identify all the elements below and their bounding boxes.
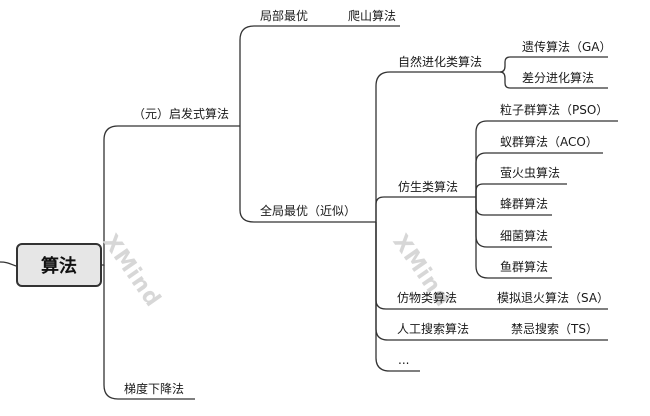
edge-root-heuristic [102, 125, 240, 266]
node-bee[interactable]: 蜂群算法 [500, 197, 549, 211]
node-evolution[interactable]: 自然进化类算法 [398, 55, 483, 69]
node-ga[interactable]: 遗传算法（GA） [522, 40, 612, 54]
edge-heuristic-global [239, 126, 376, 223]
node-de[interactable]: 差分进化算法 [522, 71, 595, 85]
node-physics[interactable]: 仿物类算法 [397, 291, 458, 305]
root-left-stub [0, 261, 17, 267]
edge-bionic-pso [475, 120, 618, 197]
node-more[interactable]: ... [398, 353, 410, 367]
node-gradient[interactable]: 梯度下降法 [124, 382, 185, 396]
node-sa[interactable]: 模拟退火算法（SA） [497, 291, 610, 305]
node-firefly[interactable]: 萤火虫算法 [500, 166, 561, 180]
edge-bionic-firefly [475, 183, 567, 197]
node-fish[interactable]: 鱼群算法 [500, 260, 549, 274]
node-bacteria[interactable]: 细菌算法 [500, 229, 549, 243]
node-pso[interactable]: 粒子群算法（PSO） [500, 103, 609, 117]
edge-global-evolution [375, 71, 490, 222]
edge-root-gradient [103, 265, 195, 400]
edge-evolution-de [499, 71, 608, 89]
node-heuristic[interactable]: （元）启发式算法 [133, 107, 230, 121]
edge-global-bionic [375, 196, 476, 222]
node-bionic[interactable]: 仿生类算法 [398, 180, 459, 194]
node-local[interactable]: 局部最优 [260, 9, 309, 23]
node-hill[interactable]: 爬山算法 [348, 9, 397, 23]
node-aco[interactable]: 蚁群算法（ACO） [500, 135, 598, 149]
node-global[interactable]: 全局最优（近似） [260, 204, 357, 218]
node-ai-search[interactable]: 人工搜索算法 [397, 322, 470, 336]
edge-global-more [375, 222, 420, 372]
root-node[interactable]: 算法 [16, 243, 102, 287]
edge-heuristic-local [239, 25, 400, 126]
edge-bionic-fish [475, 197, 552, 279]
edge-bionic-aco [475, 152, 603, 197]
node-ts[interactable]: 禁忌搜索（TS） [511, 322, 598, 336]
